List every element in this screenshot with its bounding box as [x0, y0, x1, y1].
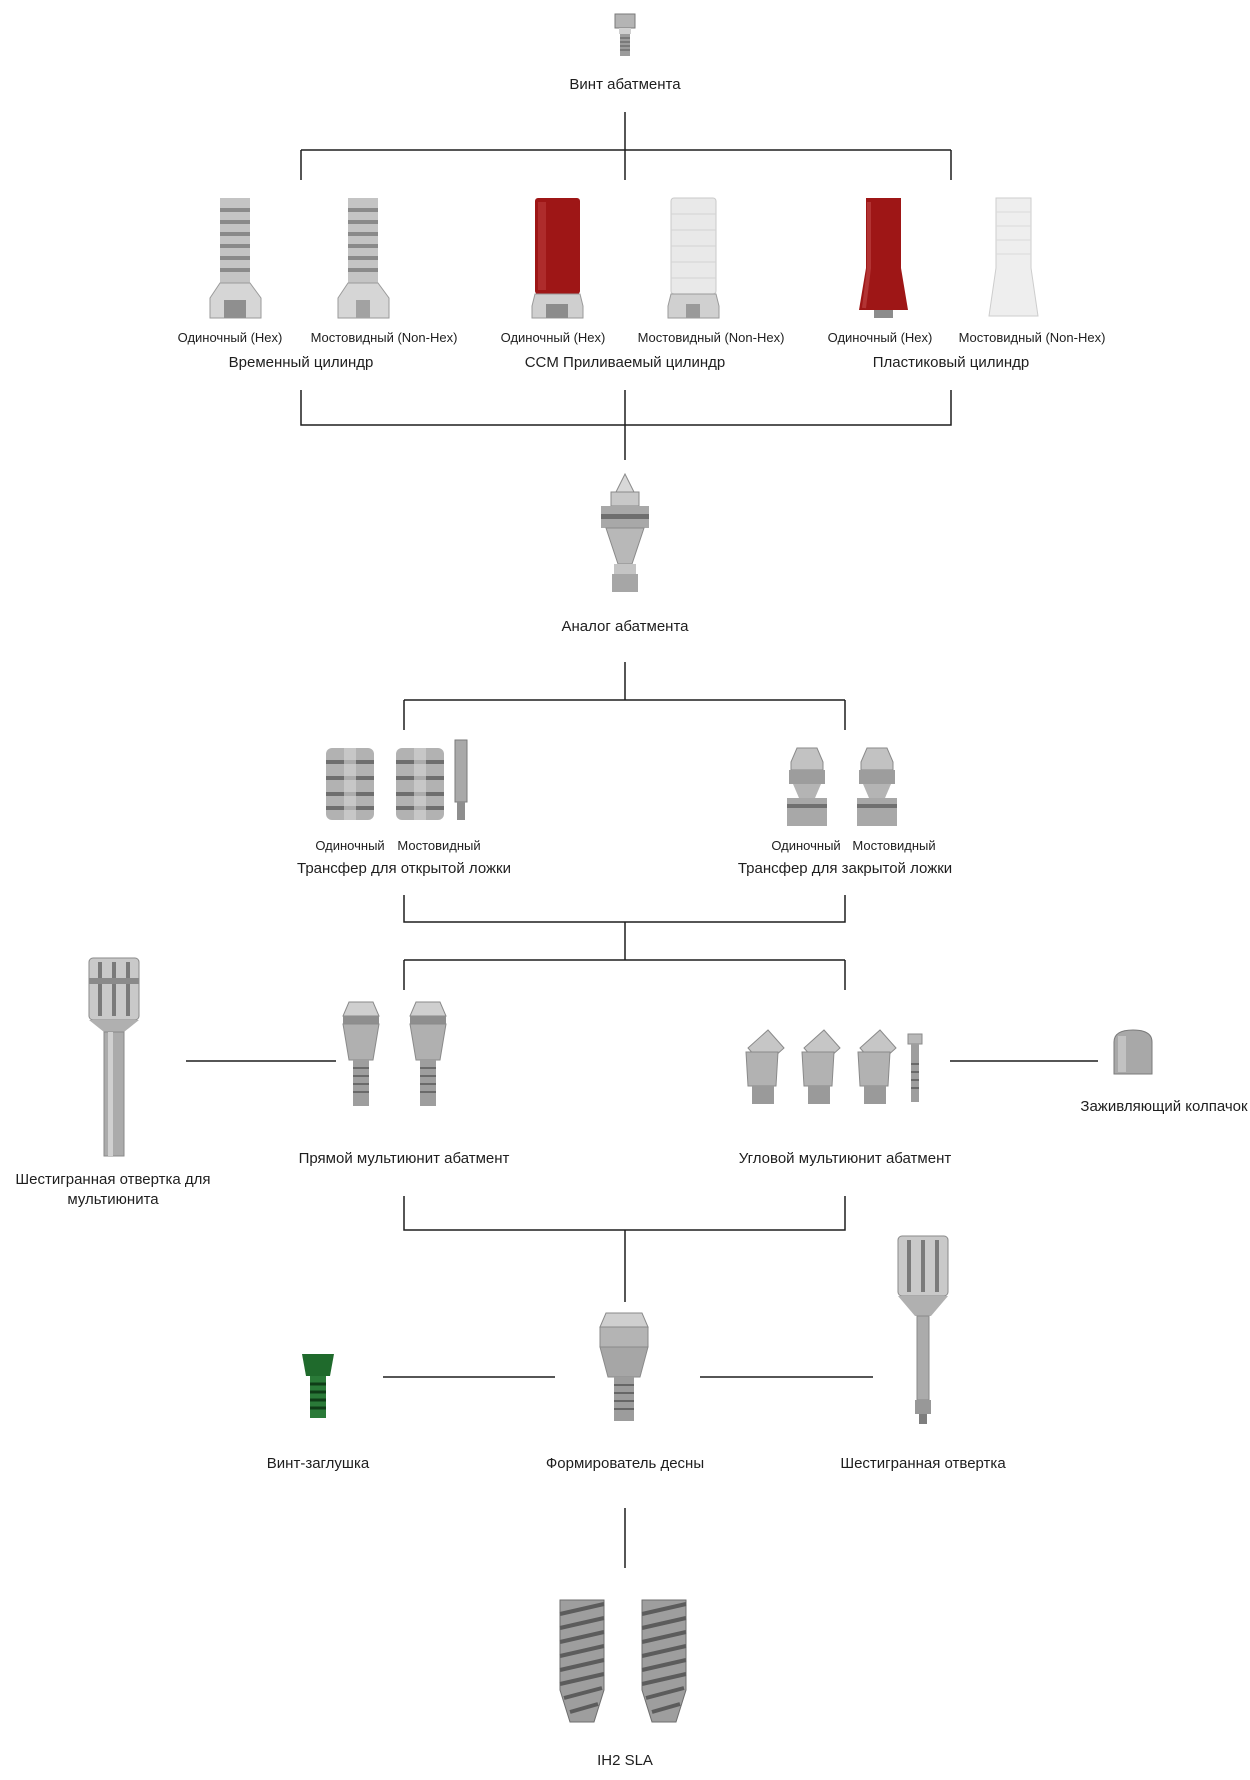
healing-cap-label: Заживляющий колпачок — [1080, 1098, 1248, 1115]
implant-1-image — [559, 1599, 605, 1723]
ccm-nonhex-label: Мостовидный (Non-Hex) — [637, 330, 785, 345]
open-tray-single-label: Одиночный — [315, 838, 385, 853]
implant-label: IH2 SLA — [597, 1752, 653, 1769]
open-tray-bridge-label: Мостовидный — [397, 838, 481, 853]
healing-abutment-image — [599, 1312, 649, 1421]
guide-pin-image — [454, 739, 468, 820]
ccm-cylinder-hex-image — [531, 198, 584, 319]
plastic-nonhex-label: Мостовидный (Non-Hex) — [958, 330, 1106, 345]
closed-tray-single-label: Одиночный — [771, 838, 841, 853]
abutment-analog-image — [601, 472, 649, 592]
plastic-cylinder-title: Пластиковый цилиндр — [872, 354, 1030, 371]
abutment-screw-image — [614, 13, 636, 56]
temporary-cylinder-hex-image — [209, 198, 262, 319]
angled-multiunit-screw-image — [907, 1033, 923, 1102]
open-tray-transfer-single-image — [326, 748, 374, 820]
hex-driver-label: Шестигранная отвертка — [840, 1455, 1006, 1472]
closed-tray-transfer-title: Трансфер для закрытой ложки — [737, 860, 953, 877]
open-tray-transfer-title: Трансфер для открытой ложки — [296, 860, 512, 877]
abutment-analog-label: Аналог абатмента — [561, 618, 689, 635]
healing-cap-image — [1113, 1029, 1153, 1075]
angled-multiunit-abutment-1-image — [745, 1029, 785, 1104]
closed-tray-transfer-single-image — [787, 747, 827, 826]
straight-multiunit-label: Прямой мультиюнит абатмент — [298, 1150, 510, 1167]
hex-driver-image — [897, 1235, 949, 1424]
angled-multiunit-abutment-2-image — [801, 1029, 841, 1104]
ccm-cylinder-title: CCM Приливаемый цилиндр — [524, 354, 726, 371]
open-tray-transfer-bridge-image — [396, 748, 444, 820]
straight-multiunit-abutment-1-image — [342, 1001, 380, 1106]
multiunit-driver-label: Шестигранная отвертка для мультиюнита — [15, 1171, 211, 1209]
temporary-hex-label: Одиночный (Hex) — [177, 330, 283, 345]
cover-screw-image — [302, 1354, 334, 1418]
ccm-hex-label: Одиночный (Hex) — [500, 330, 606, 345]
temporary-nonhex-label: Мостовидный (Non-Hex) — [310, 330, 458, 345]
closed-tray-transfer-bridge-image — [857, 747, 897, 826]
temporary-cylinder-nonhex-image — [337, 198, 390, 319]
plastic-cylinder-hex-image — [859, 198, 908, 318]
implant-2-image — [641, 1599, 687, 1723]
ccm-cylinder-nonhex-image — [667, 197, 720, 319]
angled-multiunit-label: Угловой мультиюнит абатмент — [738, 1150, 952, 1167]
healing-abutment-label: Формирователь десны — [545, 1455, 705, 1472]
plastic-hex-label: Одиночный (Hex) — [827, 330, 933, 345]
angled-multiunit-abutment-3-image — [857, 1029, 897, 1104]
closed-tray-bridge-label: Мостовидный — [852, 838, 936, 853]
multiunit-hex-driver-image — [88, 957, 140, 1157]
temporary-cylinder-title: Временный цилиндр — [228, 354, 374, 371]
abutment-screw-label: Винт абатмента — [569, 76, 681, 93]
cover-screw-label: Винт-заглушка — [266, 1455, 370, 1472]
straight-multiunit-abutment-2-image — [409, 1001, 447, 1106]
plastic-cylinder-nonhex-image — [988, 197, 1039, 317]
